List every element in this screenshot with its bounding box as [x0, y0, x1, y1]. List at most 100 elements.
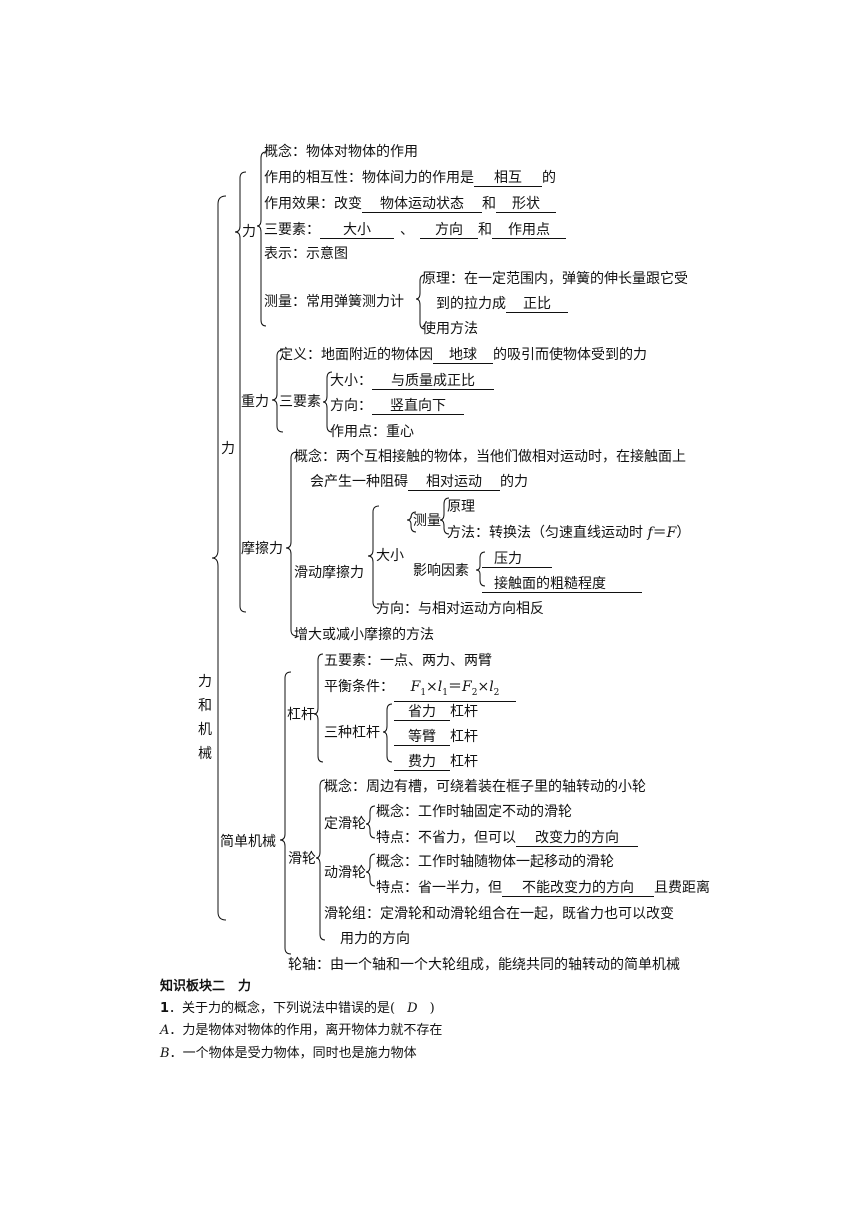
method-suffix: ） — [676, 525, 691, 541]
option-a: A．力是物体对物体的作用，离开物体力就不存在 — [160, 1022, 442, 1040]
fixed-pulley-label: 定滑轮 — [324, 816, 366, 832]
force-effect-prefix: 作用效果：改变 — [264, 196, 362, 212]
fixed-feature-answer: 改变力的方向 — [516, 830, 638, 847]
method-prefix: 方法：转换法（匀速直线运动时 — [447, 525, 648, 541]
question-1: 1．关于力的概念，下列说法中错误的是(D) — [160, 1000, 435, 1018]
force-three-a2: 方向 — [420, 222, 478, 239]
lever-type1-suffix: 杠杆 — [450, 704, 478, 720]
formula-eq: ＝ — [448, 679, 462, 695]
force-label: 力 — [221, 441, 235, 457]
force-effect-answer2: 形状 — [496, 196, 556, 213]
fixed-pulley-concept: 概念：工作时轴固定不动的滑轮 — [376, 804, 572, 820]
lever-type-2: 等臂杠杆 — [394, 728, 478, 746]
gravity-point: 作用点：重心 — [330, 424, 414, 440]
gravity-definition: 定义：地面附近的物体因地球的吸引而使物体受到的力 — [279, 346, 647, 364]
friction-concept-line1: 概念：两个互相接触的物体，当他们做相对运动时，在接触面上 — [294, 449, 686, 465]
balance-prefix: 平衡条件： — [324, 679, 394, 695]
question-text: ．关于力的概念，下列说法中错误的是( — [169, 1001, 396, 1016]
gravity-dir-prefix: 方向： — [330, 398, 372, 414]
force-effect: 作用效果：改变物体运动状态和形状 — [264, 195, 556, 213]
formula-times1: × — [426, 679, 438, 695]
force-three-a3: 作用点 — [492, 222, 566, 239]
factor1-answer: 压力 — [482, 551, 552, 568]
pulley-label: 滑轮 — [288, 851, 316, 867]
friction-concept-answer: 相对运动 — [408, 474, 500, 491]
measure-principle-line1: 原理：在一定范围内，弹簧的伸长量跟它受 — [422, 271, 688, 287]
gravity-def-prefix: 定义：地面附近的物体因 — [279, 347, 433, 363]
movable-pulley-concept: 概念：工作时轴随物体一起移动的滑轮 — [376, 854, 614, 870]
measure-method: 方法：转换法（匀速直线运动时 f＝F） — [447, 524, 690, 542]
measure-principle-line2: 到的拉力成正比 — [436, 295, 568, 313]
lever-label: 杠杆 — [287, 707, 315, 723]
gravity-size-answer: 与质量成正比 — [372, 373, 494, 390]
sliding-size-label: 大小 — [376, 548, 404, 564]
sliding-direction: 方向：与相对运动方向相反 — [376, 601, 544, 617]
method-F: F — [666, 525, 677, 541]
wheel-axle: 轮轴：由一个轴和一个大轮组成，能绕共同的轴转动的简单机械 — [288, 957, 680, 973]
formula-sub1: 1 — [420, 687, 427, 698]
option-b: B．一个物体是受力物体，同时也是施力物体 — [160, 1045, 417, 1063]
lever-type3-answer: 费力 — [394, 754, 450, 771]
lever-type2-answer: 等臂 — [394, 729, 450, 746]
friction-label: 摩擦力 — [241, 541, 283, 557]
question-close: ) — [429, 1001, 435, 1016]
formula-times2: × — [477, 679, 490, 695]
force-three-elements: 三要素：大小、方向和作用点 — [264, 221, 566, 239]
force-three-and: 和 — [478, 222, 492, 238]
lever-type1-answer: 省力 — [394, 704, 450, 721]
root-label-text: 力和机械 — [198, 674, 212, 762]
force-mutual-suffix: 的 — [542, 170, 556, 186]
gravity-three-label: 三要素 — [279, 394, 321, 410]
option-b-text: ．一个物体是受力物体，同时也是施力物体 — [169, 1046, 417, 1061]
gravity-size: 大小：与质量成正比 — [330, 372, 494, 390]
movable-pulley-label: 动滑轮 — [324, 865, 366, 881]
fixed-pulley-feature: 特点：不省力，但可以改变力的方向 — [376, 829, 638, 847]
formula-F2: F — [462, 679, 472, 695]
lever-type-1: 省力杠杆 — [394, 703, 478, 721]
gravity-def-answer: 地球 — [433, 347, 493, 364]
pulley-group-line2: 用力的方向 — [340, 931, 410, 947]
option-a-text: ．力是物体对物体的作用，离开物体力就不存在 — [169, 1023, 443, 1038]
measure-principle: 原理 — [447, 499, 475, 515]
section-title: 知识板块二 力 — [160, 979, 252, 994]
question-answer: D — [407, 1001, 418, 1016]
option-a-letter: A — [160, 1023, 170, 1038]
general-force-label: 力 — [242, 224, 256, 240]
movable-feature-prefix: 特点：省一半力，但 — [376, 880, 502, 896]
formula-sub3: 2 — [471, 687, 478, 698]
force-effect-mid: 和 — [482, 196, 496, 212]
friction-concept-suffix: 的力 — [500, 474, 528, 490]
root-label: 力和机械 — [198, 670, 214, 766]
force-three-prefix: 三要素： — [264, 222, 320, 238]
force-concept: 概念：物体对物体的作用 — [264, 144, 418, 160]
method-eq: ＝ — [652, 525, 667, 541]
lever-type-3: 费力杠杆 — [394, 753, 478, 771]
friction-concept-line2: 会产生一种阻碍相对运动的力 — [310, 473, 528, 491]
gravity-direction: 方向：竖直向下 — [330, 397, 464, 415]
lever-three-types: 三种杠杆 — [324, 725, 380, 741]
method-f: f — [647, 525, 653, 541]
force-mutual-answer: 相互 — [474, 170, 542, 187]
movable-feature-answer: 不能改变力的方向 — [502, 880, 654, 897]
force-represent: 表示：示意图 — [264, 246, 348, 262]
pulley-group-line1: 滑轮组：定滑轮和动滑轮组合在一起，既省力也可以改变 — [324, 906, 674, 922]
sliding-friction-label: 滑动摩擦力 — [294, 565, 364, 581]
formula-l2: l — [489, 679, 494, 695]
size-measure-label: 测量 — [413, 513, 441, 529]
friction-concept-prefix: 会产生一种阻碍 — [310, 474, 408, 490]
balance-formula: F1×l1＝F2×l2 — [394, 679, 516, 702]
formula-l1: l — [437, 679, 443, 695]
force-three-a1: 大小 — [320, 222, 394, 239]
formula-sub4: 2 — [493, 687, 500, 698]
force-measure: 测量：常用弹簧测力计 — [264, 294, 404, 310]
movable-pulley-feature: 特点：省一半力，但不能改变力的方向且费距离 — [376, 879, 710, 897]
lever-type2-suffix: 杠杆 — [450, 729, 478, 745]
principle-line2-prefix: 到的拉力成 — [436, 296, 506, 312]
factor2-answer: 接触面的粗糙程度 — [482, 576, 642, 593]
fixed-feature-prefix: 特点：不省力，但可以 — [376, 830, 516, 846]
measure-usage: 使用方法 — [422, 321, 478, 337]
lever-balance: 平衡条件：F1×l1＝F2×l2 — [324, 678, 516, 702]
lever-type3-suffix: 杠杆 — [450, 754, 478, 770]
force-mutual: 作用的相互性：物体间力的作用是相互的 — [264, 169, 556, 187]
gravity-def-suffix: 的吸引而使物体受到的力 — [493, 347, 647, 363]
